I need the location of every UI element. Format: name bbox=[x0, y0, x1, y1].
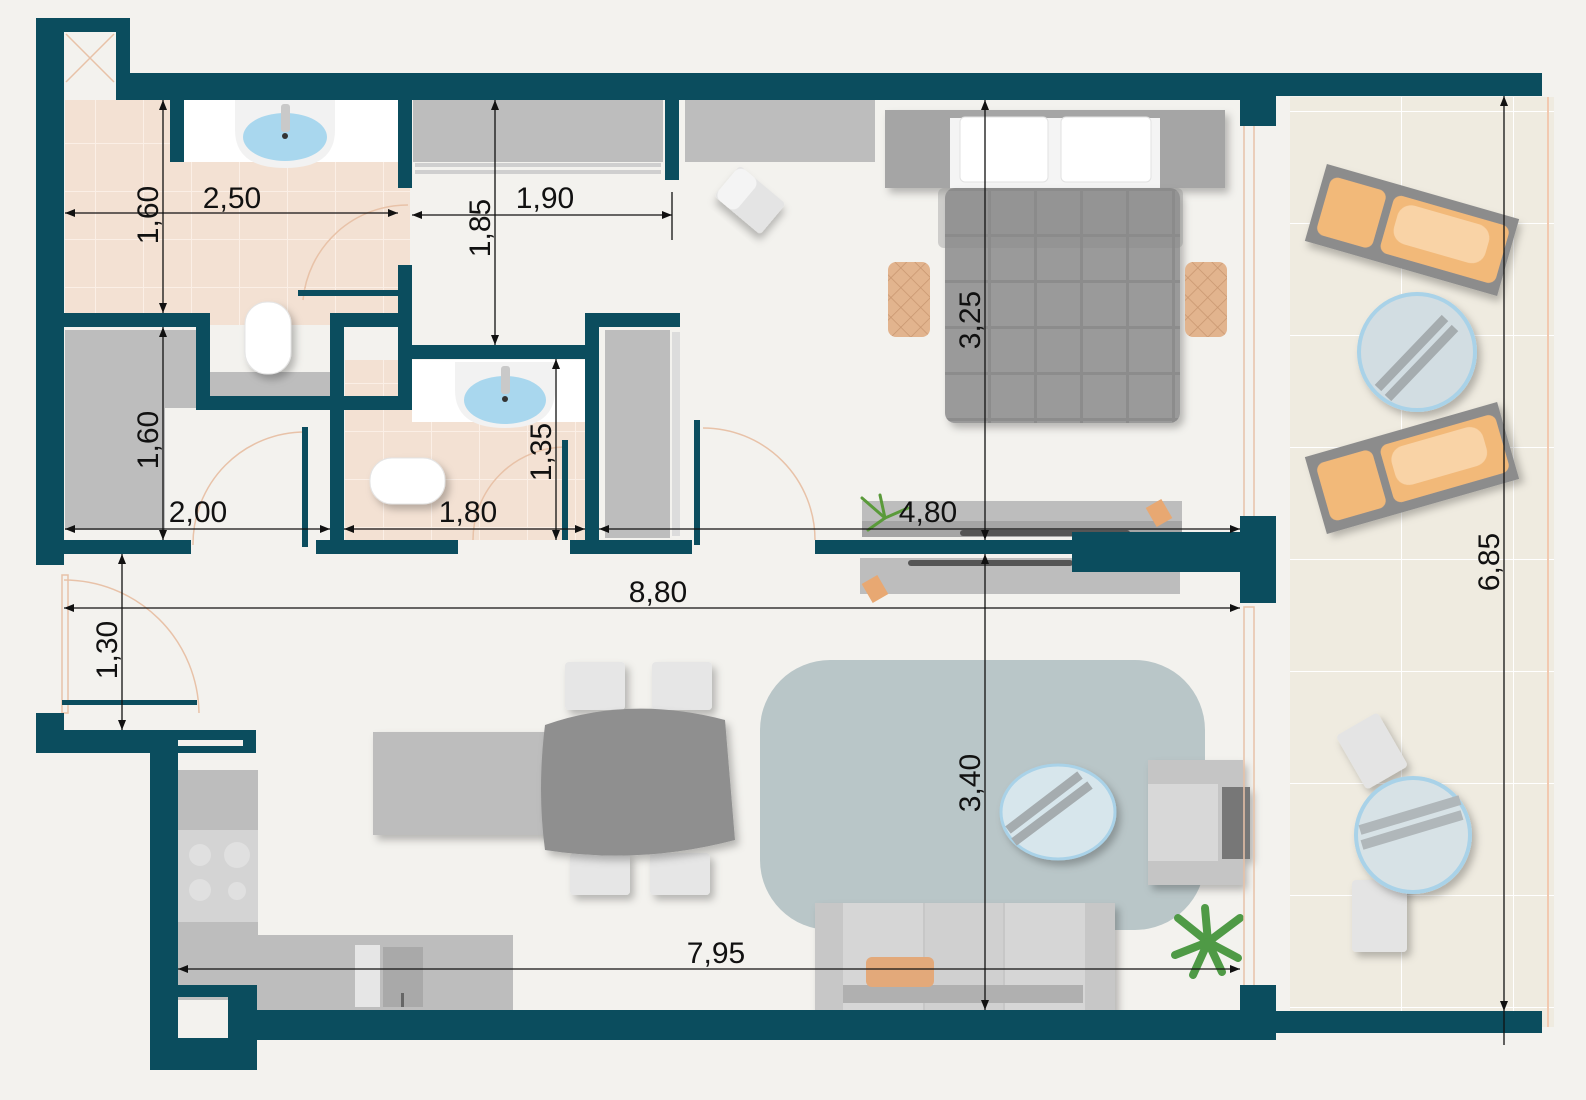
sofa-pillow bbox=[866, 957, 934, 987]
terrace-chair bbox=[1337, 713, 1407, 952]
toilet-icon bbox=[369, 457, 446, 505]
living-plant-icon bbox=[1171, 904, 1244, 979]
tv-living bbox=[908, 560, 1073, 566]
dimension-lines bbox=[64, 96, 1508, 1045]
dim-corridor-depth: 1,85 bbox=[464, 199, 497, 257]
dim-closet-height: 1,60 bbox=[132, 411, 165, 469]
dim-terrace-length: 6,85 bbox=[1473, 533, 1506, 591]
dim-bath2-height: 1,35 bbox=[525, 423, 558, 481]
dining-bench bbox=[373, 732, 558, 835]
pillow-icon bbox=[1060, 116, 1152, 183]
decor-box-icon bbox=[861, 574, 889, 604]
dim-total-width: 8,80 bbox=[629, 576, 687, 609]
dim-corridor-width: 1,90 bbox=[516, 182, 574, 215]
sofa bbox=[815, 903, 1115, 1015]
dim-bedroom-width: 4,80 bbox=[899, 496, 957, 529]
corridor-wardrobe bbox=[413, 100, 663, 162]
sun-lounger bbox=[1304, 401, 1520, 535]
hallway-wardrobe bbox=[605, 330, 670, 538]
nightstand-right bbox=[1185, 262, 1227, 337]
sun-lounger bbox=[1304, 163, 1520, 297]
door-swings bbox=[61, 121, 1255, 998]
dim-closet-width: 2,00 bbox=[169, 496, 227, 529]
terrace-bistro-table bbox=[1354, 776, 1472, 894]
sink-icon bbox=[235, 100, 335, 168]
living-armchair bbox=[1148, 760, 1250, 885]
decor-box-icon bbox=[1145, 498, 1173, 528]
walls bbox=[36, 18, 1542, 1070]
toilet-icon bbox=[244, 301, 292, 375]
bed bbox=[945, 188, 1180, 423]
sink-icon bbox=[455, 362, 555, 428]
dining-table bbox=[541, 708, 735, 856]
cooktop-icon bbox=[178, 830, 258, 922]
bedroom-wardrobe bbox=[685, 100, 875, 162]
dim-living-width: 7,95 bbox=[687, 937, 745, 970]
nightstand-left bbox=[888, 262, 930, 337]
terrace-side-table bbox=[1357, 292, 1477, 412]
dim-bath1-width: 2,50 bbox=[203, 182, 261, 215]
kitchen-sink-icon bbox=[355, 945, 423, 1007]
dim-bedroom-depth: 3,25 bbox=[954, 291, 987, 349]
pillow-icon bbox=[959, 116, 1049, 183]
dim-bath2-width: 1,80 bbox=[439, 496, 497, 529]
coffee-table bbox=[999, 763, 1117, 861]
closet-wardrobe bbox=[65, 330, 165, 530]
bedroom-armchair bbox=[715, 167, 785, 233]
dim-bath1-height: 1,60 bbox=[132, 186, 165, 244]
dim-living-depth: 3,40 bbox=[954, 754, 987, 812]
dim-entry-width: 1,30 bbox=[91, 621, 124, 679]
dining-chair bbox=[565, 662, 712, 895]
